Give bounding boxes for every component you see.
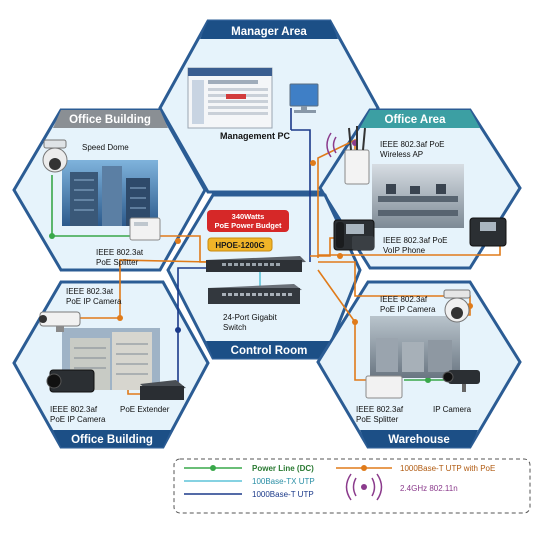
voip-label-2: VoIP Phone bbox=[383, 246, 426, 255]
area-title-manager: Manager Area bbox=[231, 26, 307, 38]
poe-switch-icon bbox=[206, 256, 306, 272]
poe-budget-label-1: 340Watts bbox=[232, 212, 265, 221]
poe-budget-badge bbox=[207, 210, 289, 232]
legend-power-line-label: Power Line (DC) bbox=[252, 464, 314, 473]
area-title-office-building-bottom: Office Building bbox=[71, 434, 153, 446]
legend-poe-label: 1000Base-T UTP with PoE bbox=[400, 464, 495, 473]
poe-budget-label-2: PoE Power Budget bbox=[214, 221, 282, 230]
warehouse-splitter-icon bbox=[365, 375, 403, 399]
area-title-control-room: Control Room bbox=[231, 345, 308, 357]
legend-wifi-icon bbox=[345, 473, 383, 501]
area-title-office-building-top: Office Building bbox=[69, 114, 151, 126]
management-pc-label: Management PC bbox=[220, 131, 291, 141]
link-warehouse-splitter bbox=[317, 269, 368, 381]
wireless-ap-label-2: Wireless AP bbox=[380, 150, 423, 159]
link-bottom-left-cam bbox=[80, 259, 211, 319]
speed-dome-label: Speed Dome bbox=[82, 143, 129, 152]
wireless-ap-label-1: IEEE 802.3af PoE bbox=[380, 140, 445, 149]
poe-extender-label: PoE Extender bbox=[120, 405, 170, 414]
warehouse-photo bbox=[370, 316, 460, 378]
legend bbox=[173, 458, 531, 514]
poe-splitter-top-icon bbox=[129, 217, 161, 241]
speed-dome-icon bbox=[42, 139, 68, 173]
switch-model-badge bbox=[207, 237, 273, 252]
area-title-office-area: Office Area bbox=[385, 114, 447, 126]
wireless-ap-icon bbox=[326, 126, 370, 185]
ipcam-bl-top-label-1: IEEE 802.3at bbox=[66, 287, 114, 296]
warehouse-dome-camera-icon bbox=[443, 289, 471, 323]
area-title-warehouse: Warehouse bbox=[388, 434, 450, 446]
wh-splitter-label-2: PoE Splitter bbox=[356, 415, 399, 424]
poe-splitter-top-label-2: PoE Splitter bbox=[96, 258, 139, 267]
poe-splitter-top-label-1: IEEE 802.3at bbox=[96, 248, 144, 257]
warehouse-ip-camera-icon bbox=[442, 370, 480, 392]
voip-label-1: IEEE 802.3af PoE bbox=[383, 236, 448, 245]
legend-wifi-label: 2.4GHz 802.11n bbox=[400, 484, 458, 493]
link-manager-pc bbox=[290, 108, 311, 262]
hex-control-room bbox=[166, 193, 362, 360]
legend-tx-utp-label: 100Base-TX UTP bbox=[252, 477, 315, 486]
link-wireless-ap bbox=[317, 138, 356, 258]
box-camera-icon bbox=[46, 369, 95, 393]
gigabit-switch-label-2: Switch bbox=[223, 323, 247, 332]
wh-splitter-label-1: IEEE 802.3af bbox=[356, 405, 404, 414]
wh-cam-label-2: PoE IP Camera bbox=[380, 305, 436, 314]
management-pc-icon bbox=[289, 83, 319, 113]
building-photo-top bbox=[62, 160, 158, 226]
poe-extender-icon bbox=[140, 380, 186, 400]
legend-t-utp-label: 1000Base-T UTP bbox=[252, 490, 314, 499]
voip-phone-icon-2 bbox=[469, 217, 507, 247]
gigabit-switch-label-1: 24-Port Gigabit bbox=[223, 313, 278, 322]
gigabit-switch-icon bbox=[208, 284, 302, 304]
voip-phone-icon-3 bbox=[352, 236, 374, 250]
wh-cam-label-1: IEEE 802.3af bbox=[380, 295, 428, 304]
bullet-camera-icon-top bbox=[39, 311, 81, 332]
ipcam-bl-top-label-2: PoE IP Camera bbox=[66, 297, 122, 306]
management-screen bbox=[187, 67, 273, 129]
ip-camera-label: IP Camera bbox=[433, 405, 472, 414]
office-photo bbox=[372, 164, 464, 228]
ipcam-bl-bot-label-1: IEEE 802.3af bbox=[50, 405, 98, 414]
switch-model-label: HPOE-1200G bbox=[215, 241, 264, 250]
ipcam-bl-bot-label-2: PoE IP Camera bbox=[50, 415, 106, 424]
